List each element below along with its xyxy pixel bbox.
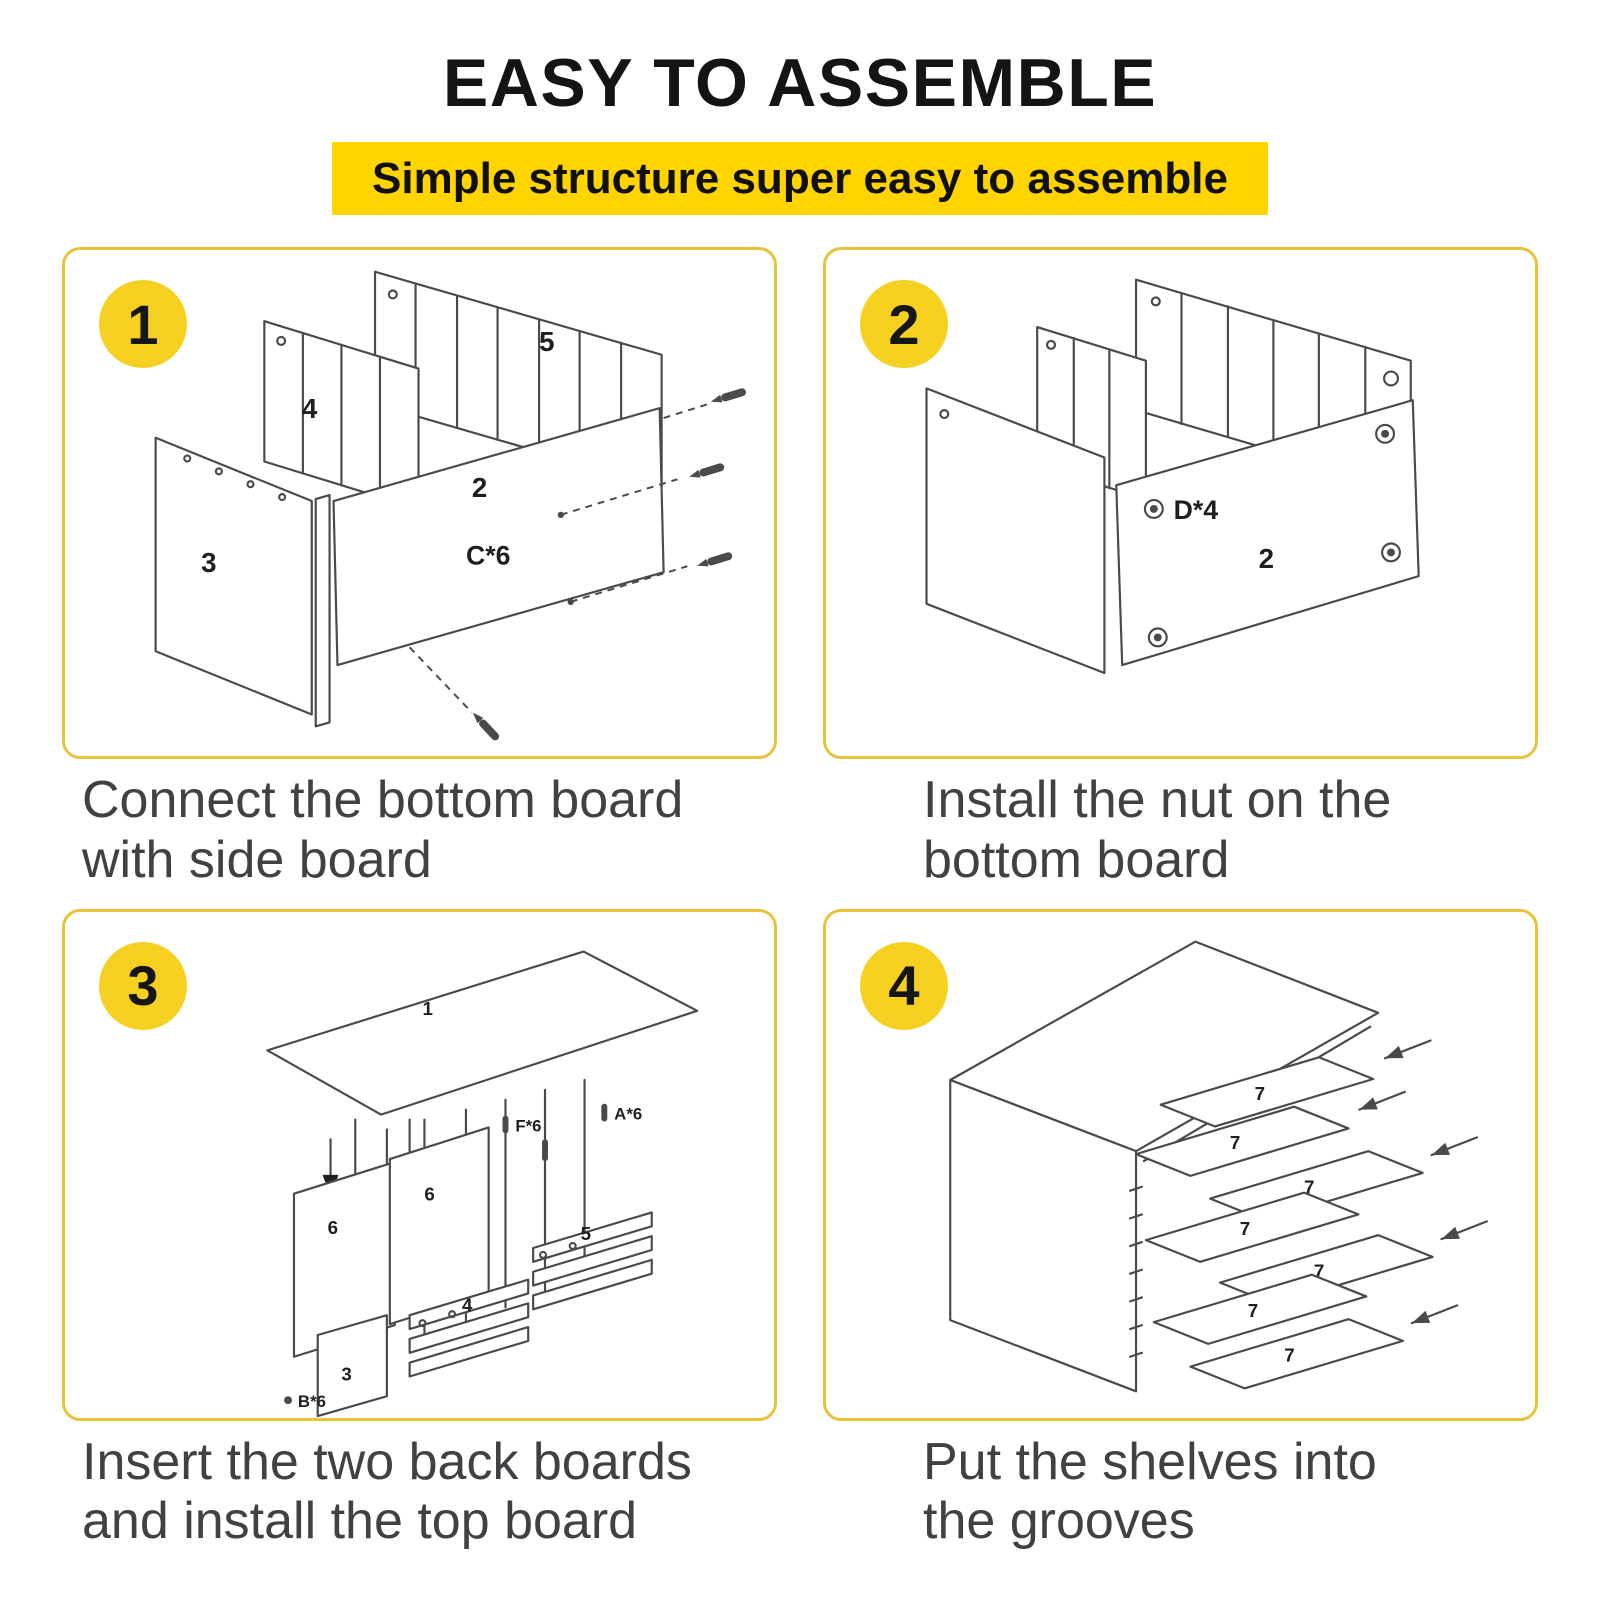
part-label-bottom-board: 2 bbox=[1259, 543, 1274, 574]
step-1-panel: 1 bbox=[62, 247, 777, 759]
part-label-mid-panel: 4 bbox=[462, 1294, 473, 1315]
base-slats-right: 5 bbox=[532, 1210, 653, 1310]
shelf: 7 bbox=[1189, 1317, 1404, 1390]
bottom-board bbox=[332, 407, 665, 667]
part-label-back-board-a: 6 bbox=[328, 1217, 338, 1238]
cabinet-body bbox=[949, 940, 1380, 1392]
step-3-diagram: 1 bbox=[266, 950, 699, 1417]
part-label-nuts: D*4 bbox=[1174, 495, 1219, 525]
part-label-side-panel: 3 bbox=[341, 1363, 351, 1384]
shelf: 7 bbox=[1152, 1273, 1368, 1345]
svg-text:7: 7 bbox=[1248, 1300, 1258, 1321]
page-title: EASY TO ASSEMBLE bbox=[442, 45, 1158, 121]
svg-text:7: 7 bbox=[1230, 1132, 1240, 1153]
part-label-back-board-b: 6 bbox=[424, 1183, 434, 1204]
screw-icon bbox=[697, 552, 733, 567]
side-panel bbox=[154, 436, 313, 716]
shelf: 7 bbox=[1134, 1105, 1350, 1177]
step-1: 1 bbox=[62, 247, 777, 893]
step-4: 4 bbox=[823, 908, 1538, 1555]
back-board-b: 6 bbox=[388, 1125, 490, 1325]
groove-ticks bbox=[1129, 1185, 1144, 1358]
caption-line: Install the nut on the bbox=[923, 771, 1392, 829]
part-label-bolts-f: F*6 bbox=[515, 1116, 541, 1135]
svg-text:7: 7 bbox=[1284, 1344, 1294, 1365]
corner-post bbox=[314, 494, 331, 728]
caption-line: Insert the two back boards bbox=[82, 1432, 692, 1491]
step-2-diagram: D*4 2 bbox=[925, 278, 1420, 675]
divider-slat-panel bbox=[263, 320, 420, 511]
bottom-board bbox=[1115, 399, 1420, 667]
step-4-diagram: 7 7 7 7 bbox=[949, 940, 1488, 1392]
steps-grid: 1 bbox=[62, 247, 1538, 1554]
caption-line: the grooves bbox=[923, 1492, 1195, 1551]
screw-icon bbox=[472, 712, 500, 741]
svg-text:7: 7 bbox=[1304, 1176, 1314, 1197]
step-3-panel: 3 1 bbox=[62, 908, 777, 1421]
part-label-side-panel: 3 bbox=[201, 547, 216, 578]
fastener-labels: F*6 A*6 B*6 bbox=[284, 1103, 642, 1411]
svg-text:7: 7 bbox=[1255, 1082, 1265, 1103]
part-label-bolts-a: A*6 bbox=[614, 1104, 642, 1123]
screw-icon bbox=[710, 388, 747, 403]
part-label-bolts-b: B*6 bbox=[298, 1392, 326, 1411]
part-label-top-board: 1 bbox=[422, 997, 432, 1018]
subtitle-banner: Simple structure super easy to assemble bbox=[332, 142, 1268, 215]
svg-text:7: 7 bbox=[1314, 1260, 1324, 1281]
caption-line: Connect the bottom board bbox=[82, 771, 684, 829]
screw-icon bbox=[689, 463, 725, 478]
step-2-number-badge: 2 bbox=[860, 280, 948, 368]
shelves: 7 7 7 7 bbox=[1134, 1055, 1434, 1390]
side-panel bbox=[925, 387, 1106, 675]
insert-arrow-icons bbox=[1358, 1038, 1488, 1324]
svg-text:7: 7 bbox=[1240, 1218, 1250, 1239]
top-board: 1 bbox=[266, 950, 699, 1116]
caption-line: with side board bbox=[82, 830, 432, 889]
base-slats-mid: 4 bbox=[408, 1278, 530, 1378]
nut-icon bbox=[1375, 423, 1396, 444]
shelf: 7 bbox=[1144, 1191, 1360, 1263]
step-2: 2 bbox=[823, 247, 1538, 893]
step-2-caption: Install the nut on the bottom board bbox=[923, 771, 1538, 891]
caption-line: bottom board bbox=[923, 830, 1230, 889]
caption-line: Put the shelves into bbox=[923, 1432, 1377, 1491]
step-3-caption: Insert the two back boards and install t… bbox=[82, 1433, 777, 1553]
shelf: 7 bbox=[1159, 1055, 1375, 1128]
caption-line: and install the top board bbox=[82, 1492, 638, 1551]
step-3: 3 1 bbox=[62, 908, 777, 1555]
nut-icon bbox=[1381, 542, 1401, 563]
part-label-divider-panel: 4 bbox=[302, 393, 318, 424]
step-4-number-badge: 4 bbox=[860, 941, 948, 1030]
nut-icon bbox=[1143, 498, 1164, 519]
screw-guides bbox=[408, 388, 747, 741]
part-label-screws: C*6 bbox=[466, 540, 510, 570]
step-1-caption: Connect the bottom board with side board bbox=[82, 771, 777, 891]
step-3-number-badge: 3 bbox=[99, 941, 187, 1030]
part-label-bottom-board: 2 bbox=[472, 472, 487, 503]
step-2-panel: 2 bbox=[823, 247, 1538, 759]
step-1-diagram: 5 4 3 2 C*6 bbox=[154, 270, 747, 741]
step-4-caption: Put the shelves into the grooves bbox=[923, 1433, 1538, 1553]
step-1-number-badge: 1 bbox=[99, 280, 187, 368]
part-label-back-panel: 5 bbox=[539, 326, 554, 357]
part-label-slat-panel: 5 bbox=[581, 1223, 591, 1244]
base-side-panel: 3 bbox=[316, 1313, 388, 1417]
back-board-a: 6 bbox=[292, 1160, 396, 1358]
nut-icon bbox=[1147, 627, 1168, 648]
step-4-panel: 4 bbox=[823, 908, 1538, 1421]
